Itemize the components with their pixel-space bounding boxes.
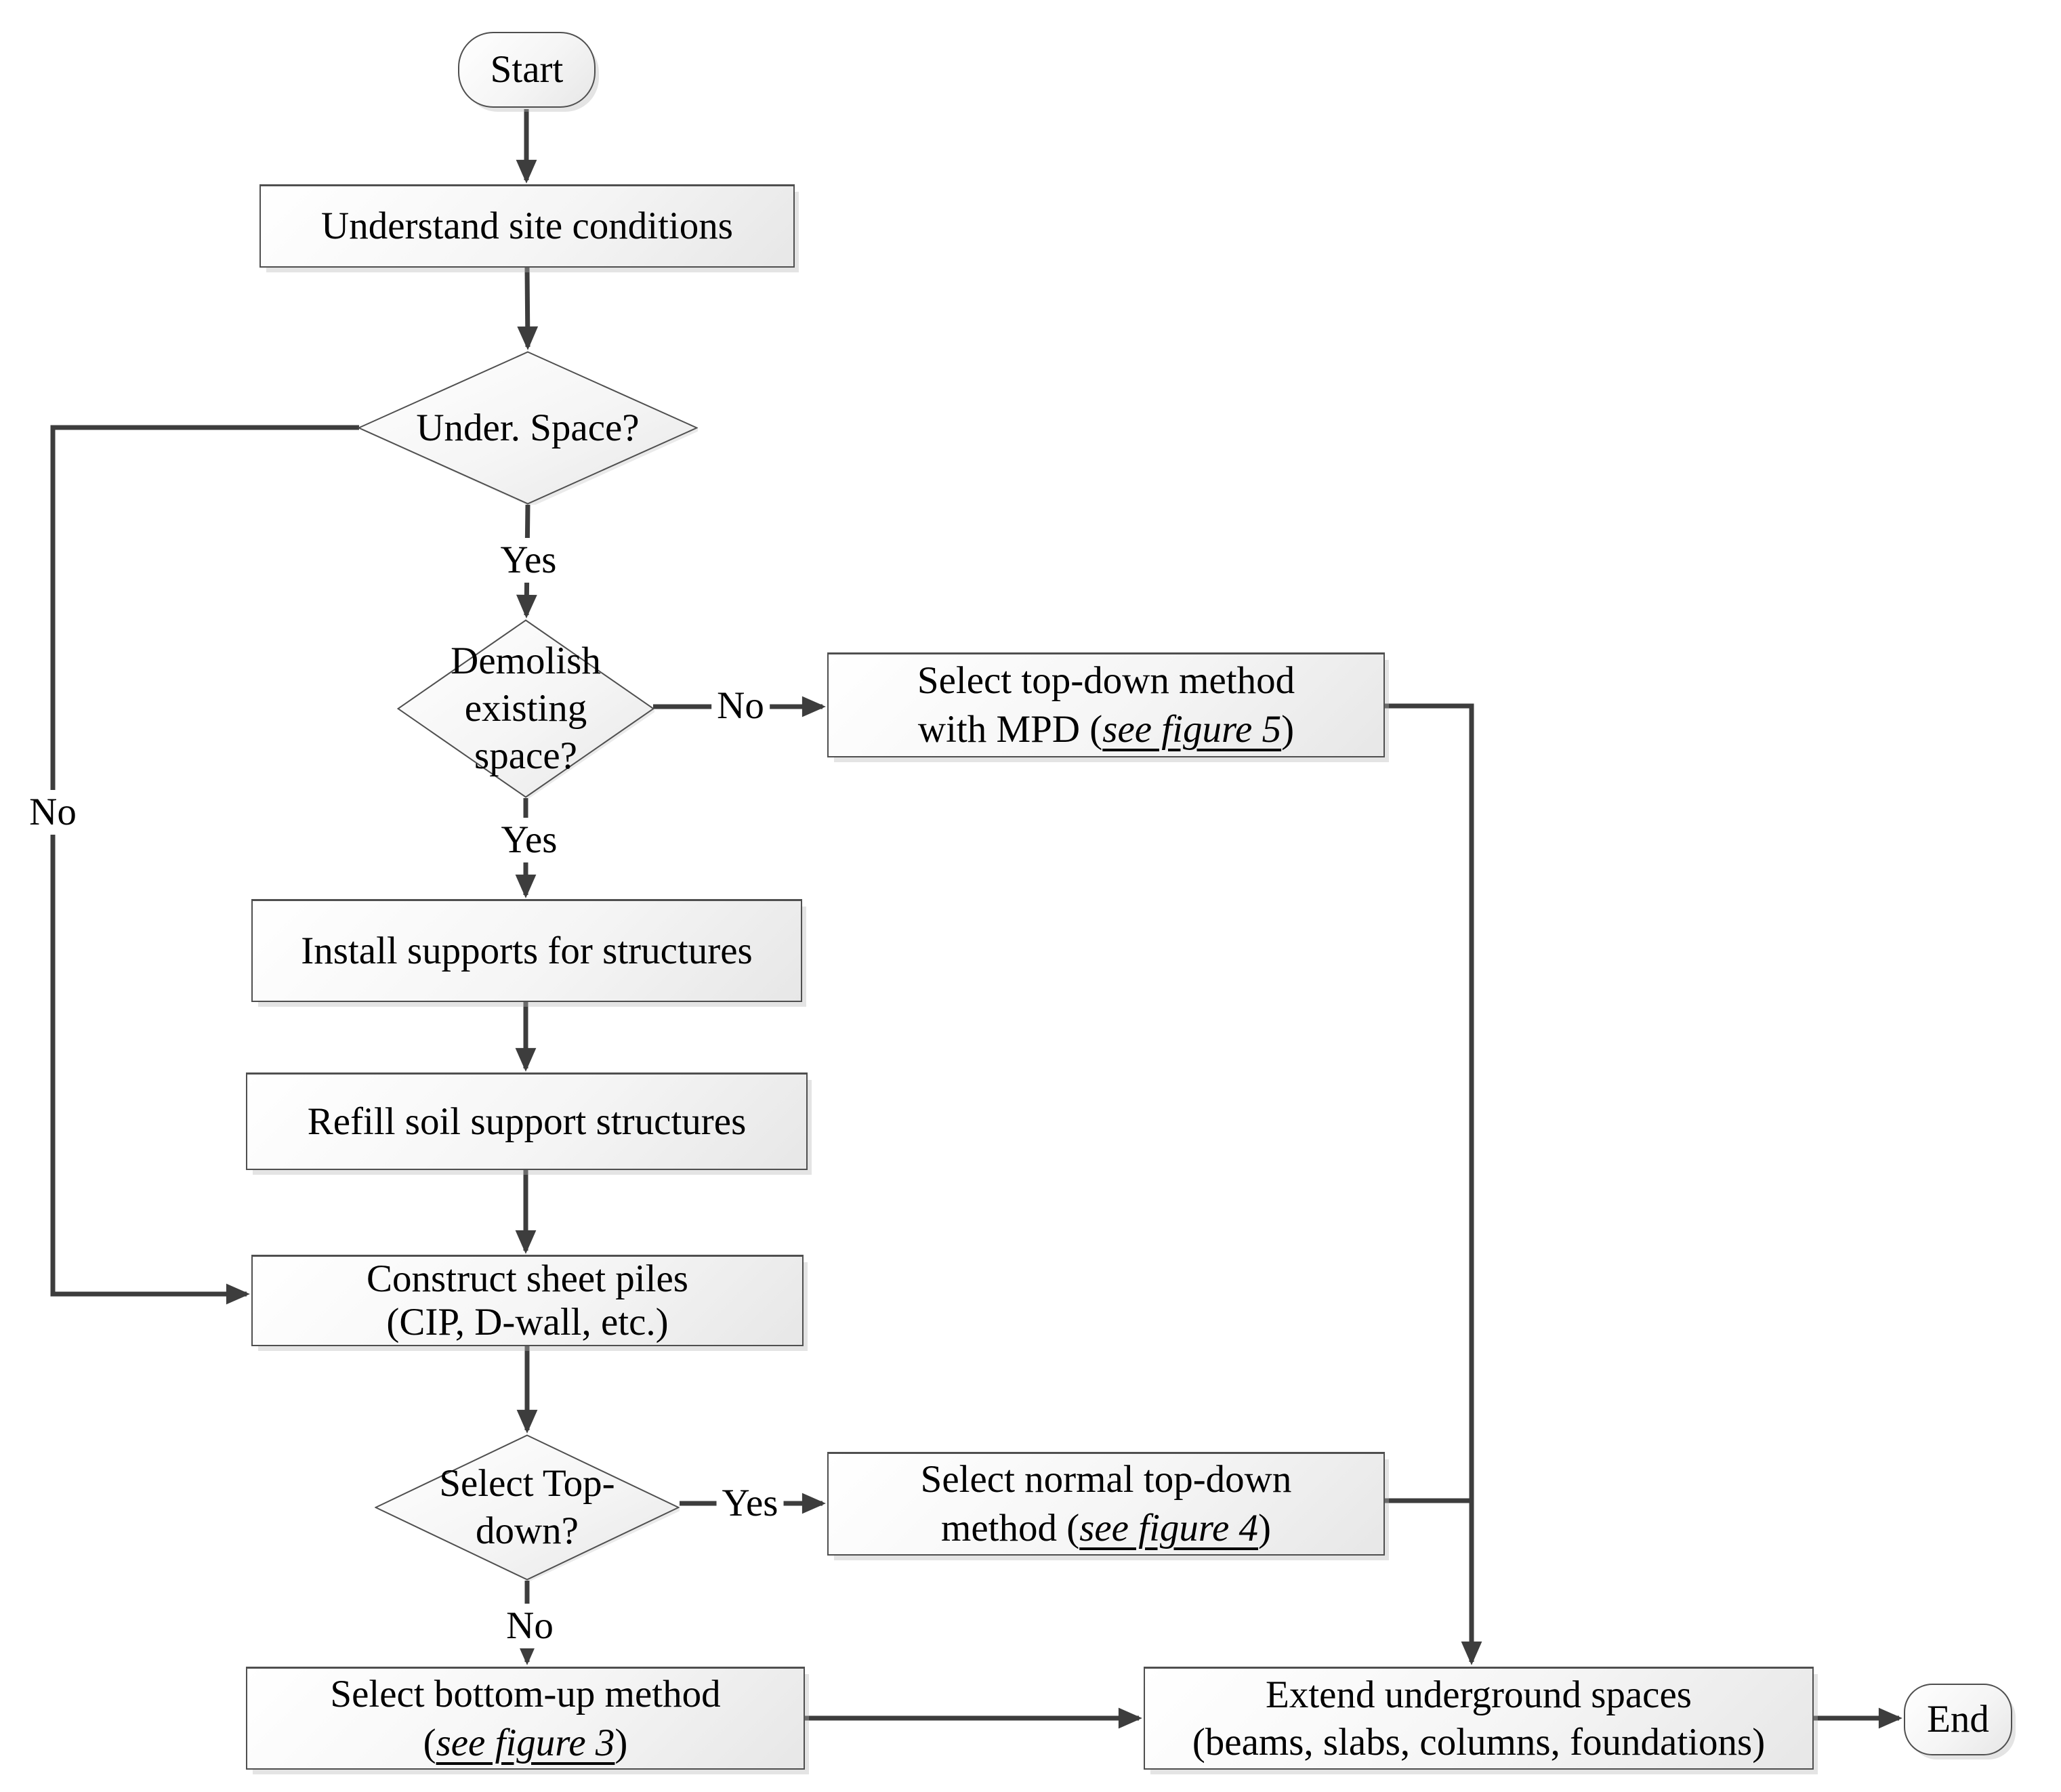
figure-3-reference: see figure 3 — [436, 1721, 615, 1764]
diamond-shape — [397, 619, 654, 798]
node-sheet-piles-line1: Construct sheet piles — [367, 1257, 688, 1300]
node-sheet-piles-line2: (CIP, D-wall, etc.) — [386, 1301, 669, 1343]
node-normal-topdown-method: Select normal top-down method (see figur… — [827, 1452, 1385, 1556]
node-end: End — [1904, 1684, 2012, 1755]
node-understand-site-label: Understand site conditions — [321, 205, 733, 247]
node-refill-soil-label: Refill soil support structures — [307, 1100, 747, 1143]
node-start-label: Start — [490, 48, 564, 91]
figure-4-reference: see figure 4 — [1079, 1507, 1259, 1549]
node-bottom-up-line1: Select bottom-up method — [330, 1672, 721, 1715]
edge-mpd-to-extend — [1385, 703, 1482, 1665]
node-normal-topdown-line1: Select normal top-down — [920, 1458, 1292, 1501]
node-install-supports: Install supports for structures — [251, 899, 802, 1002]
node-bottom-up-line2: (see figure 3) — [423, 1721, 628, 1764]
diamond-shape — [358, 351, 698, 505]
node-select-mpd-line1: Select top-down method — [917, 659, 1295, 702]
node-extend-line1: Extend underground spaces — [1266, 1673, 1692, 1716]
node-refill-soil: Refill soil support structures — [246, 1072, 808, 1170]
node-under-space-decision: Under. Space? — [358, 351, 698, 505]
node-under-space-label: Under. Space? — [416, 406, 640, 449]
edge-label-underspace-yes: Yes — [495, 538, 562, 583]
node-install-supports-label: Install supports for structures — [301, 929, 753, 972]
edge-label-selecttopdown-yes: Yes — [716, 1481, 784, 1526]
node-select-mpd-line2: with MPD (see figure 5) — [917, 708, 1295, 751]
node-construct-sheet-piles: Construct sheet piles (CIP, D-wall, etc.… — [251, 1255, 804, 1346]
node-select-topdown-label: Select Top- down? — [439, 1462, 615, 1552]
edge-understand-to-underspace — [517, 267, 539, 350]
node-demolish-decision: Demolish existing space? — [397, 619, 654, 798]
diamond-shape — [375, 1434, 680, 1581]
figure-5-reference: see figure 5 — [1102, 708, 1282, 751]
node-normal-topdown-line2: method (see figure 4) — [940, 1507, 1272, 1549]
node-demolish-label: Demolish existing space? — [451, 640, 601, 777]
edge-label-underspace-no: No — [24, 790, 82, 835]
edge-label-selecttopdown-no: No — [501, 1604, 559, 1648]
node-understand-site-conditions: Understand site conditions — [259, 184, 795, 268]
edge-label-demolish-yes: Yes — [495, 818, 563, 862]
node-extend-underground-spaces: Extend underground spaces (beams, slabs,… — [1144, 1667, 1814, 1770]
node-end-label: End — [1927, 1698, 1989, 1741]
node-select-topdown-decision: Select Top- down? — [375, 1434, 680, 1581]
node-start: Start — [458, 32, 596, 108]
node-extend-line2: (beams, slabs, columns, foundations) — [1192, 1720, 1766, 1764]
edge-underspace-no-to-sheetpiles — [50, 425, 359, 1305]
node-bottom-up-method: Select bottom-up method (see figure 3) — [246, 1667, 805, 1770]
edge-label-demolish-no: No — [711, 684, 770, 728]
node-select-mpd-method: Select top-down method with MPD (see fig… — [827, 652, 1385, 757]
